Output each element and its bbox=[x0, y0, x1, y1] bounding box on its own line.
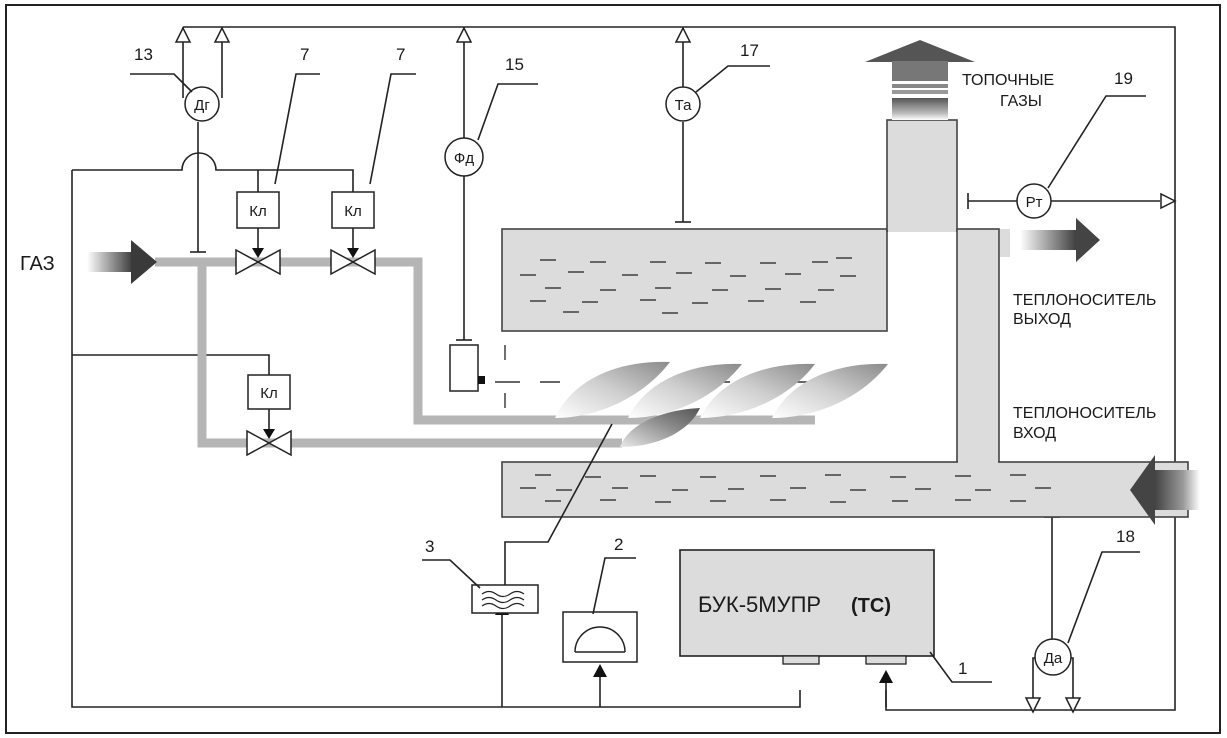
callout-18: 18 bbox=[1116, 527, 1135, 546]
pilot-flame bbox=[620, 408, 700, 447]
valve-2-label: Кл bbox=[344, 203, 362, 220]
callout-15: 15 bbox=[505, 55, 524, 74]
flame-sensor: Фд bbox=[444, 137, 484, 177]
valve-1: Кл bbox=[235, 191, 281, 276]
upper-water-jacket bbox=[501, 228, 888, 332]
burner-flames bbox=[555, 361, 888, 447]
control-wiring bbox=[71, 26, 1176, 711]
callout-1: 1 bbox=[958, 659, 967, 678]
coolant-inlet-arrow bbox=[1130, 455, 1200, 525]
flame-sensor-label: Фд bbox=[454, 150, 474, 167]
flame-4 bbox=[772, 363, 888, 418]
valve-pilot-actuator bbox=[247, 374, 291, 410]
valve-1-label: Кл bbox=[249, 203, 267, 220]
ignition-device bbox=[471, 423, 613, 614]
flue-gas-label-1: ТОПОЧНЫЕ bbox=[962, 72, 1054, 89]
valve-pilot: Кл bbox=[246, 374, 292, 457]
flue-gas-label-2: ГАЗЫ bbox=[1000, 93, 1042, 110]
callout-17: 17 bbox=[740, 41, 759, 60]
gas-pipes bbox=[155, 257, 815, 448]
callout-13: 13 bbox=[134, 45, 153, 64]
coolant-in-label-1: ТЕПЛОНОСИТЕЛЬ bbox=[1013, 405, 1156, 422]
coolant-pressure-sensor: Рт bbox=[1016, 183, 1052, 219]
water-ripples bbox=[520, 257, 1051, 503]
valve-2: Кл bbox=[330, 191, 376, 276]
lower-water-jacket bbox=[501, 461, 1189, 518]
flame-1 bbox=[555, 361, 670, 418]
callout-7a: 7 bbox=[300, 45, 309, 64]
gas-pressure-sensor: Дг bbox=[184, 86, 220, 122]
callout-leaders bbox=[130, 65, 1146, 683]
emergency-temp-sensor-label: Та bbox=[675, 97, 692, 114]
emergency-temp-sensor: Та bbox=[665, 86, 701, 122]
emergency-pressure-sensor: Да bbox=[1034, 638, 1072, 676]
gas-label: ГАЗ bbox=[20, 253, 55, 275]
valve-pilot-label: Кл bbox=[260, 385, 278, 402]
valve-1-actuator bbox=[236, 191, 280, 229]
coolant-out-label-2: ВЫХОД bbox=[1013, 311, 1071, 328]
indicator-gauge bbox=[562, 611, 638, 663]
flue-gas-arrow bbox=[865, 40, 975, 120]
boiler-body bbox=[501, 119, 1189, 518]
callout-3: 3 bbox=[425, 537, 434, 556]
chimney bbox=[886, 119, 958, 232]
callout-2: 2 bbox=[614, 535, 623, 554]
controller-name: БУК-5МУПР bbox=[698, 592, 821, 617]
emergency-pressure-sensor-label: Да bbox=[1044, 650, 1063, 667]
gas-pressure-sensor-label: Дг bbox=[194, 97, 210, 114]
controller-suffix: (ТС) bbox=[851, 595, 891, 617]
callout-7b: 7 bbox=[396, 45, 405, 64]
outer-frame bbox=[5, 4, 1221, 734]
terminal-arrows bbox=[174, 26, 1177, 714]
gas-inlet-arrow bbox=[87, 240, 157, 284]
flame-detector-body bbox=[449, 344, 485, 392]
coolant-out-label-1: ТЕПЛОНОСИТЕЛЬ bbox=[1013, 292, 1156, 309]
flame-2 bbox=[628, 363, 742, 418]
flame-3 bbox=[700, 363, 815, 418]
coolant-pressure-sensor-label: Рт bbox=[1026, 194, 1043, 211]
callout-19: 19 bbox=[1114, 69, 1133, 88]
controller-unit: БУК-5МУПР (ТС) bbox=[679, 549, 935, 665]
coolant-in-label-2: ВХОД bbox=[1013, 425, 1056, 442]
coolant-outlet-arrow bbox=[1020, 218, 1100, 262]
